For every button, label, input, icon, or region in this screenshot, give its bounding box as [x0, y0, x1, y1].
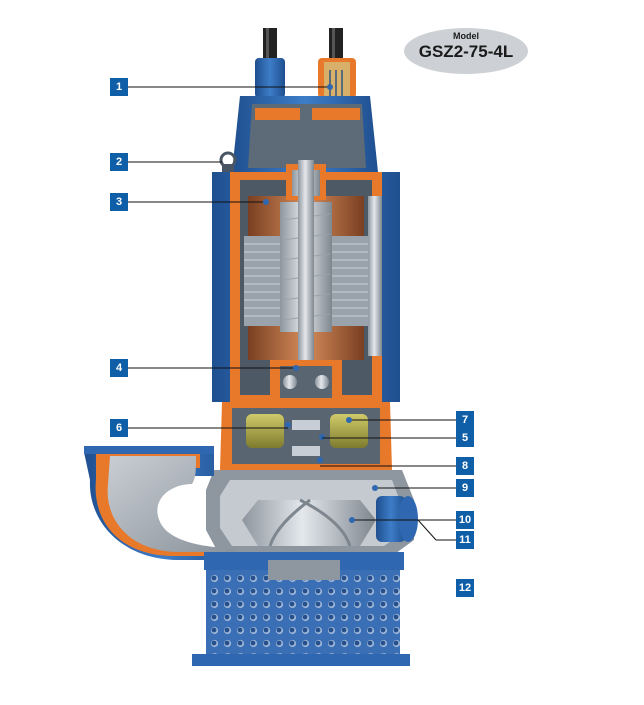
mechanical-seal-upper — [292, 420, 320, 430]
callout-9: 9 — [456, 479, 474, 497]
callout-7: 7 — [456, 411, 474, 429]
callout-11: 11 — [456, 531, 474, 549]
strainer-base — [192, 654, 410, 666]
discharge-elbow — [84, 446, 240, 560]
intake-strainer — [206, 570, 400, 656]
model-label: Model — [453, 31, 479, 41]
callout-8: 8 — [456, 457, 474, 475]
callout-5: 5 — [456, 429, 474, 447]
callout-3: 3 — [110, 193, 128, 211]
mechanical-seal-lower — [292, 446, 320, 456]
oil-chamber-left — [246, 414, 284, 448]
callout-6: 6 — [110, 419, 128, 437]
oil-chamber-right — [330, 414, 368, 448]
callout-10: 10 — [456, 511, 474, 529]
model-name: GSZ2-75-4L — [418, 42, 514, 61]
impeller — [242, 500, 376, 546]
outlet-flange-right — [376, 496, 418, 542]
callout-4: 4 — [110, 359, 128, 377]
callout-12: 12 — [456, 579, 474, 597]
callout-1: 1 — [110, 78, 128, 96]
model-badge-oval — [404, 28, 528, 74]
callout-2: 2 — [110, 153, 128, 171]
model-badge: Model GSZ2-75-4L — [402, 26, 530, 76]
lower-bearing — [270, 360, 342, 404]
leader-lines — [128, 86, 456, 541]
lifting-handle — [219, 151, 237, 172]
